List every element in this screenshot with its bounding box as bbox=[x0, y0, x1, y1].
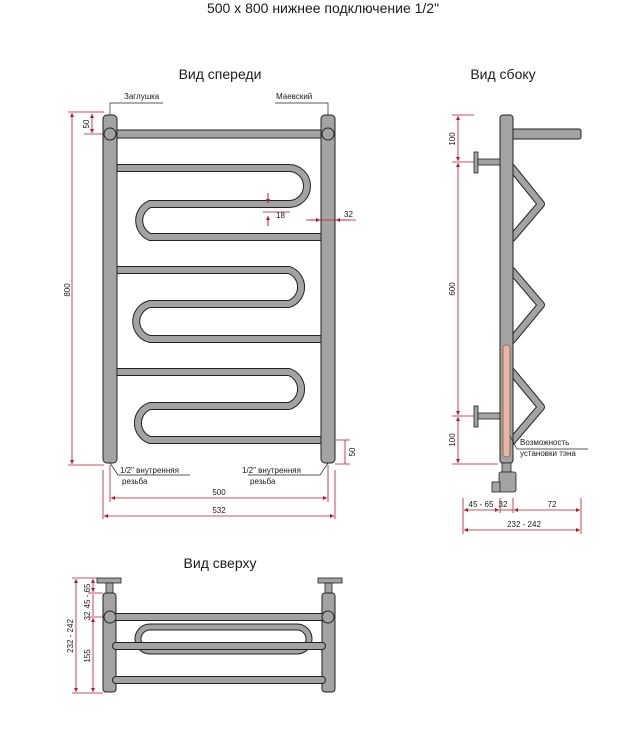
dim-front-top-offset: 50 bbox=[82, 119, 91, 128]
front-left-collector bbox=[102, 114, 118, 464]
side-bottom-fitting bbox=[491, 462, 517, 493]
dim-side-middle: 600 bbox=[448, 282, 457, 296]
dim-top-wall: 45 - 65 bbox=[83, 583, 92, 608]
heater-slot bbox=[502, 344, 511, 458]
drawing-title: 500 x 800 нижнее подключение 1/2" bbox=[207, 0, 439, 16]
dim-side-depth: 72 bbox=[548, 500, 557, 509]
side-view-title: Вид сбоку bbox=[470, 66, 535, 82]
dim-side-top: 100 bbox=[448, 132, 457, 146]
dim-side-bottom: 100 bbox=[448, 433, 457, 447]
dim-top-total: 232 - 242 bbox=[66, 619, 75, 653]
top-wall-mount-right bbox=[317, 577, 343, 594]
dim-side-total: 232 - 242 bbox=[507, 520, 541, 529]
label-mayevsky-valve: Маевский bbox=[276, 92, 312, 101]
top-view-title: Вид сверху bbox=[184, 555, 257, 571]
front-view: Вид спереди Заглушка Маевский 1/2" внутр… bbox=[63, 66, 357, 519]
top-wall-mount-left bbox=[96, 577, 122, 594]
label-thread-left-line2: резьба bbox=[122, 477, 148, 486]
label-heater-line1: Возможность bbox=[520, 438, 569, 447]
dim-side-pipe: 32 bbox=[499, 500, 508, 509]
top-bars bbox=[106, 613, 332, 684]
side-view: Вид сбоку 100 bbox=[448, 66, 588, 534]
front-right-collector bbox=[320, 114, 336, 464]
label-thread-left-line1: 1/2" внутренняя bbox=[120, 466, 179, 475]
dim-side-wall: 45 - 65 bbox=[469, 500, 494, 509]
front-view-title: Вид спереди bbox=[179, 66, 262, 82]
dim-top-a: 32 bbox=[83, 611, 92, 620]
label-thread-right-line1: 1/2" внутренняя bbox=[242, 466, 301, 475]
dim-front-height: 800 bbox=[63, 283, 72, 297]
label-thread-right-line2: резьба bbox=[250, 477, 276, 486]
front-serpentine-tube bbox=[112, 164, 327, 444]
dim-top-b: 155 bbox=[83, 649, 92, 663]
dim-front-bottom-offset: 50 bbox=[348, 447, 357, 456]
label-heater-line2: установки тэна bbox=[520, 449, 576, 458]
side-top-bar bbox=[509, 128, 582, 140]
dim-front-bend: 18 bbox=[276, 211, 285, 220]
side-wall-mount-top bbox=[473, 151, 501, 174]
dim-front-width-axis: 500 bbox=[212, 488, 226, 497]
side-zigzag-tubes bbox=[508, 164, 545, 445]
dim-front-pipe: 32 bbox=[344, 210, 353, 219]
label-plug: Заглушка bbox=[124, 92, 160, 101]
dim-front-width-total: 532 bbox=[212, 506, 226, 515]
side-wall-mount-bottom bbox=[473, 405, 501, 428]
top-serpentine-loop bbox=[134, 623, 313, 655]
top-view: Вид сверху 232 - 242 45 - 65 bbox=[66, 555, 343, 694]
